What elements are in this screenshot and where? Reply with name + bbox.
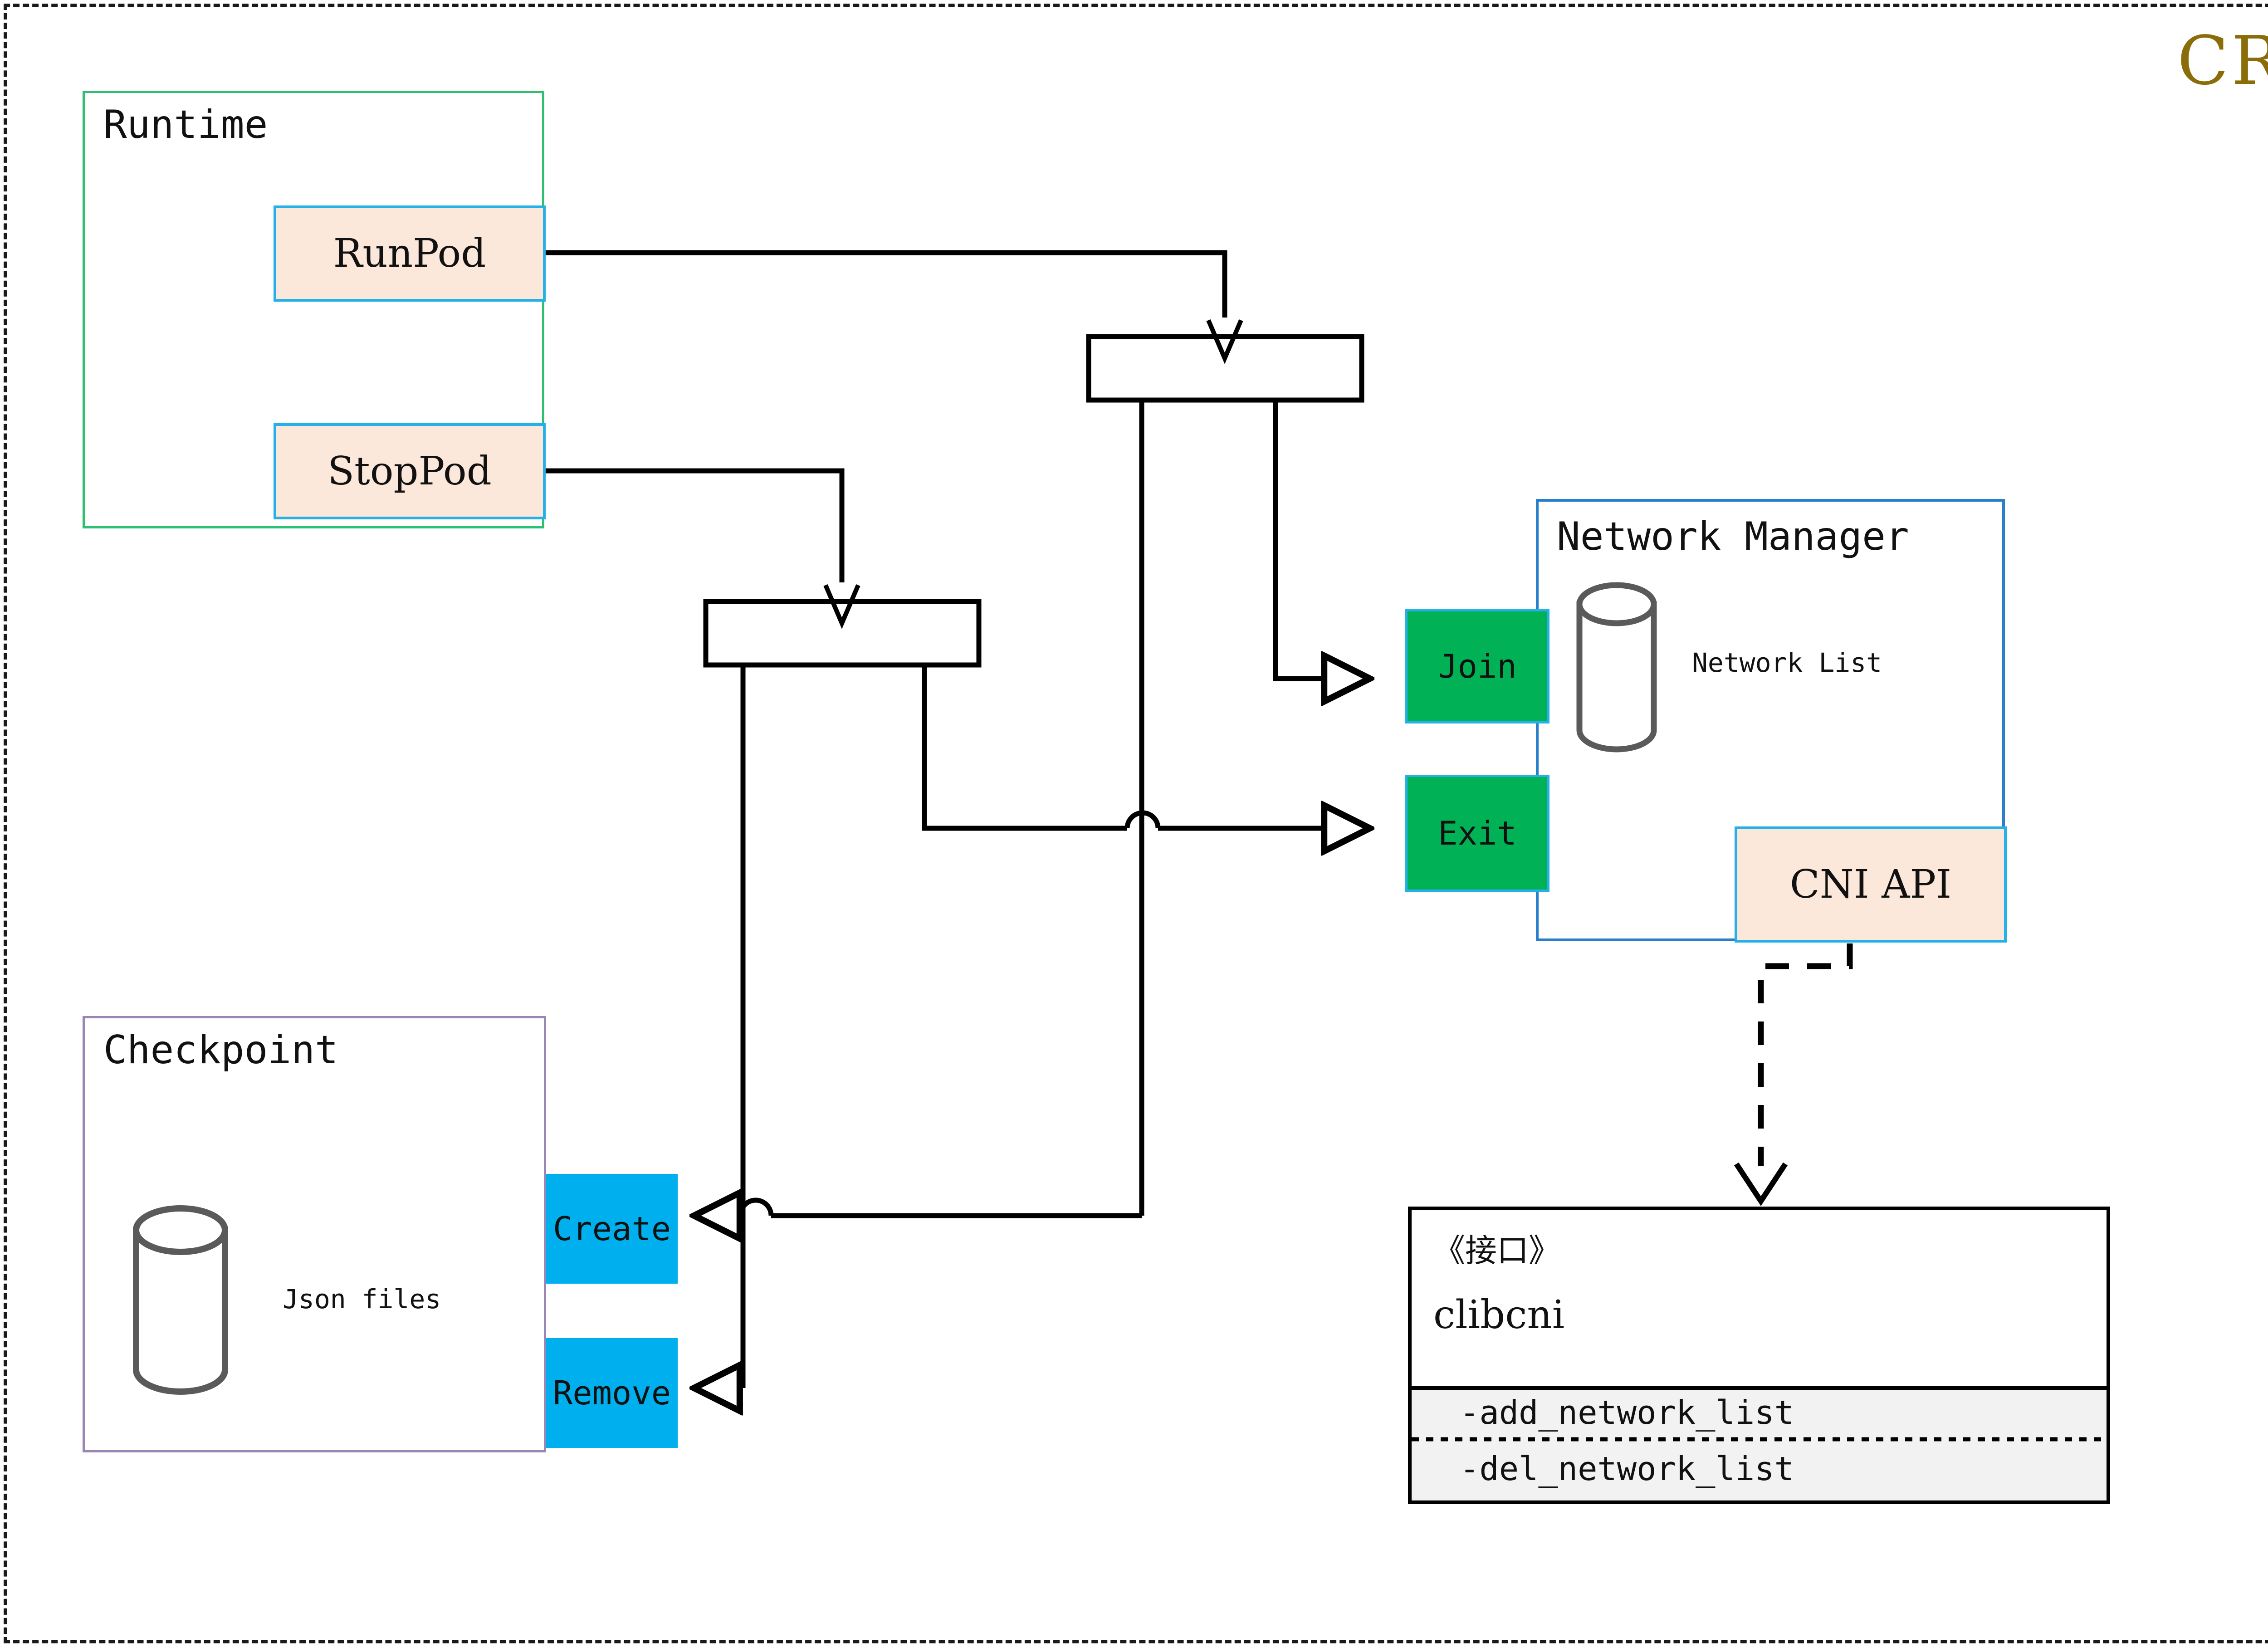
node-cni-api[interactable]: CNI API — [1735, 826, 2007, 943]
edge-fork-top-right-to-join — [1273, 400, 1370, 679]
json-files-label: Json files — [283, 1284, 441, 1315]
page-title: CRI — [2177, 22, 2268, 100]
line-hop-exit — [1124, 810, 1161, 829]
node-runpod-label: RunPod — [333, 231, 486, 276]
arrowhead-runpod-fork — [1206, 319, 1243, 364]
edge-stoppod-to-fork — [546, 468, 845, 582]
group-checkpoint-label: Checkpoint — [103, 1027, 338, 1073]
node-join-label: Join — [1438, 647, 1517, 685]
fork-bar-runpod — [1086, 334, 1364, 403]
network-list-cylinder-icon — [1576, 582, 1657, 753]
node-remove[interactable]: Remove — [546, 1338, 678, 1448]
group-runtime-label: Runtime — [103, 102, 268, 147]
interface-clibcni-operations — [1412, 1386, 2107, 1500]
node-join[interactable]: Join — [1405, 609, 1549, 723]
interface-name: clibcni — [1433, 1292, 1565, 1338]
interface-operation-1: -del_network_list — [1460, 1450, 1794, 1488]
node-remove-label: Remove — [552, 1374, 671, 1412]
interface-operation-0: -add_network_list — [1460, 1393, 1794, 1432]
json-files-cylinder-icon — [133, 1205, 228, 1395]
group-network-manager-label: Network Manager — [1557, 514, 1909, 559]
arrowhead-stoppod-fork — [823, 584, 860, 629]
outer-dashed-frame — [4, 4, 2268, 1643]
interface-stereotype: 《接口》 — [1433, 1232, 1560, 1269]
fork-bar-stoppod — [703, 599, 982, 668]
node-create[interactable]: Create — [546, 1174, 678, 1284]
node-stoppod-label: StopPod — [327, 449, 492, 494]
node-runpod[interactable]: RunPod — [274, 205, 546, 302]
edge-runpod-to-fork — [546, 250, 1227, 318]
node-stoppod[interactable]: StopPod — [274, 423, 546, 519]
arrowhead-cniapi-clibcni — [1734, 1162, 1788, 1206]
network-list-label: Network List — [1692, 647, 1882, 678]
edge-fork-bottom-right-leg — [922, 665, 1127, 831]
node-exit[interactable]: Exit — [1405, 775, 1549, 892]
node-exit-label: Exit — [1438, 814, 1517, 852]
node-cni-api-label: CNI API — [1789, 862, 1952, 907]
node-create-label: Create — [552, 1210, 671, 1248]
edge-cniapi-to-clibcni — [1758, 943, 1853, 1166]
